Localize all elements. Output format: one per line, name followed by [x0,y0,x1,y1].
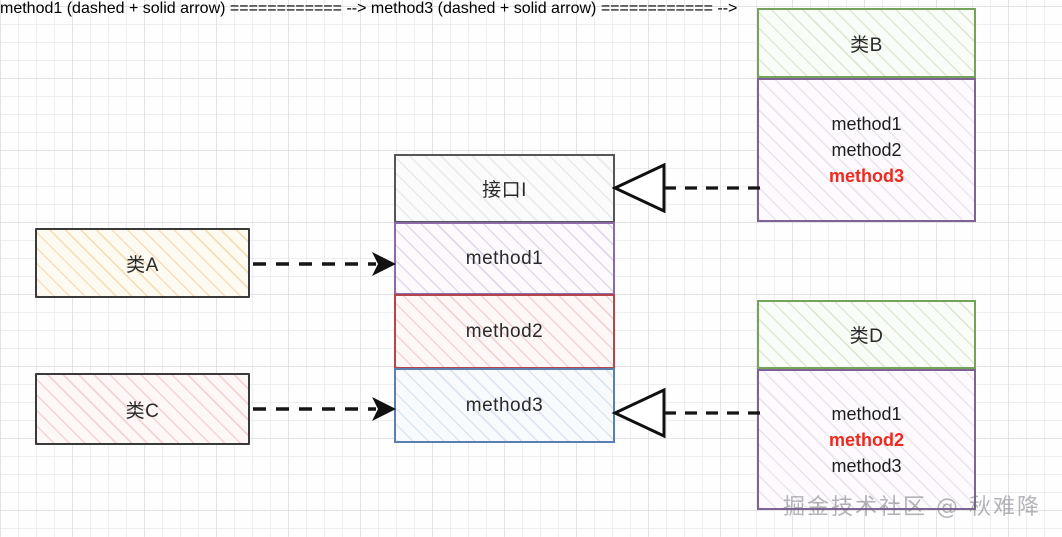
dependency-arrowhead-a [372,252,396,276]
realization-class-b-to-interface [611,162,762,214]
class-a-box[interactable]: 类A [35,228,250,298]
dependency-class-a-to-method1 [253,252,396,276]
class-d-method-1: method1 [831,403,902,424]
interface-row-method3-label: method3 [465,394,544,416]
class-a-label: 类A [126,254,159,276]
dependency-class-c-to-method3 [253,397,396,421]
class-b-method-2: method2 [831,140,902,160]
class-b-body[interactable]: method1 method2 method3 [757,78,976,222]
class-d-header[interactable]: 类D [757,300,976,369]
class-d-label: 类D [849,326,884,347]
class-d-method-2: method2 [828,429,904,450]
dependency-arrowhead-c [372,397,396,421]
realization-class-d-to-method3 [611,387,762,439]
watermark-text: 掘金技术社区 @ 秋难降 [783,495,1041,520]
class-b-method-3: method3 [828,166,904,186]
class-d-method-3: method3 [831,455,902,476]
interface-row-method1-label: method1 [465,247,544,269]
interface-row-method2-label: method2 [465,320,544,342]
interface-row-method2[interactable]: method2 [394,294,615,369]
interface-row-method1[interactable]: method1 [394,222,615,295]
class-d-body[interactable]: method1 method2 method3 [757,369,976,510]
class-c-box[interactable]: 类C [35,373,250,445]
interface-header-label: 接口I [482,180,527,201]
realization-triangle-b [611,162,666,214]
interface-row-method3[interactable]: method3 [394,368,615,443]
class-b-header[interactable]: 类B [757,8,976,78]
class-b-method-1: method1 [831,114,902,134]
interface-header-box[interactable]: 接口I [394,154,615,223]
realization-triangle-d [611,387,666,439]
class-b-label: 类B [850,34,883,56]
class-c-label: 类C [125,400,160,422]
